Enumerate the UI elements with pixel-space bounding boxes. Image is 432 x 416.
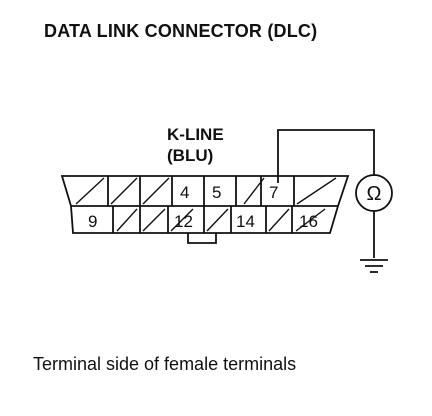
diagram-title: DATA LINK CONNECTOR (DLC) [44, 21, 318, 41]
diagram-caption: Terminal side of female terminals [33, 354, 297, 374]
terminal-7-label: 7 [269, 183, 278, 202]
k-line-label: K-LINE (BLU) [167, 124, 224, 166]
k-line-label-name: K-LINE [167, 125, 224, 144]
terminal-12-label: 12 [174, 212, 193, 231]
connector-latch-tab [187, 233, 217, 244]
ohmmeter-symbol: Ω [367, 183, 382, 205]
top-row-dividers [107, 176, 295, 206]
terminal-5-label: 5 [212, 183, 221, 202]
k-line-label-color: (BLU) [167, 146, 214, 165]
unused-terminal-hatching [75, 177, 337, 232]
ground-icon [360, 259, 388, 273]
terminal-4-label: 4 [180, 183, 189, 202]
terminal-9-label: 9 [88, 212, 97, 231]
bottom-row-dividers [112, 206, 293, 233]
test-lead-wire [277, 129, 375, 183]
terminal-16-label: 16 [299, 212, 318, 231]
terminal-14-label: 14 [236, 212, 255, 231]
